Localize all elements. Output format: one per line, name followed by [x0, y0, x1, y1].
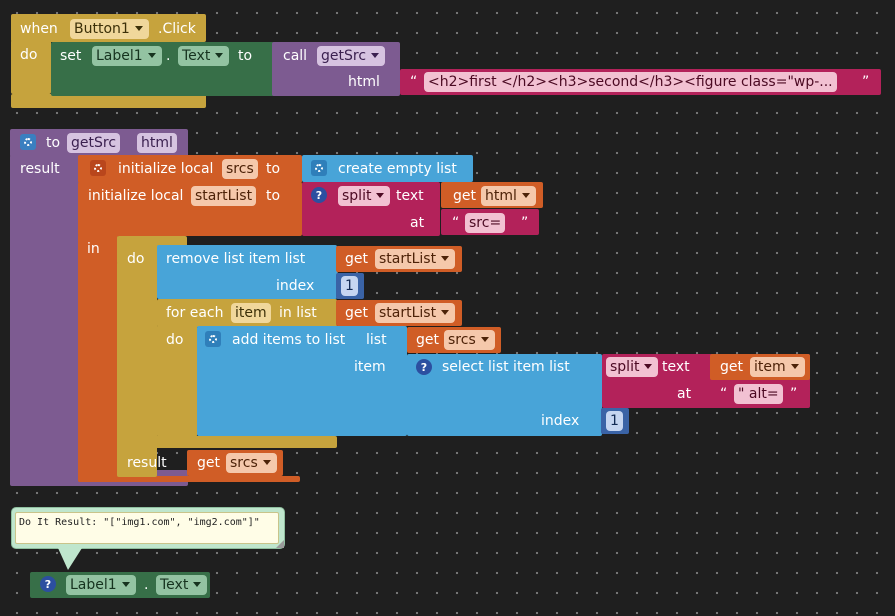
chevron-down-icon	[789, 360, 801, 372]
getter-component-dropdown[interactable]: Label1	[66, 575, 136, 595]
property-dropdown-text[interactable]: Text	[178, 46, 230, 66]
chevron-down-icon	[369, 49, 381, 61]
get-label: get	[416, 332, 439, 348]
get-var-dropdown-item[interactable]: item	[750, 357, 805, 377]
text-label-2: text	[662, 359, 690, 375]
event-name-label: .Click	[158, 21, 196, 37]
gear-icon[interactable]	[311, 160, 327, 176]
help-icon[interactable]: ?	[40, 576, 56, 592]
chevron-down-icon	[479, 333, 491, 345]
chevron-down-icon	[133, 22, 145, 34]
split-dropdown-2[interactable]: split	[606, 357, 659, 377]
get-var-dropdown-srcs[interactable]: srcs	[444, 330, 495, 350]
get-var-dropdown-startlist[interactable]: startList	[375, 303, 456, 323]
quote-open: “	[410, 74, 418, 90]
init-local-label-2: initialize local	[88, 188, 184, 204]
local-var-srcs-field[interactable]: srcs	[222, 159, 258, 179]
chevron-down-icon	[520, 189, 532, 201]
gear-icon[interactable]	[205, 331, 221, 347]
number-field-2[interactable]: 1	[606, 411, 623, 431]
bubble-pointer	[58, 548, 82, 570]
call-label: call	[283, 48, 308, 64]
do-it-result-text: Do It Result: "["img1.com", "img2.com"]"	[19, 517, 260, 528]
number-field[interactable]: 1	[341, 276, 358, 296]
when-label: when	[20, 21, 58, 37]
text-src-field[interactable]: src=	[465, 213, 506, 233]
chevron-down-icon	[374, 189, 386, 201]
create-empty-list-label: create empty list	[338, 161, 457, 177]
getter-dot: .	[144, 577, 149, 593]
quote-close: ”	[790, 386, 798, 402]
gear-icon[interactable]	[20, 134, 36, 150]
result-label-2: result	[127, 455, 167, 471]
chevron-down-icon	[146, 49, 158, 61]
html-arg-label: html	[348, 74, 380, 90]
chevron-down-icon	[439, 306, 451, 318]
loop-var-item-field[interactable]: item	[231, 303, 271, 323]
set-component-dropdown[interactable]: Label1	[92, 46, 162, 66]
for-do-label: do	[166, 332, 184, 348]
text-label: text	[396, 188, 424, 204]
gear-icon[interactable]	[90, 160, 106, 176]
chevron-down-icon	[642, 360, 654, 372]
result-label: result	[20, 161, 60, 177]
html-text-field[interactable]: <h2>first </h2><h3>second</h3><figure cl…	[424, 72, 837, 92]
split-dropdown[interactable]: split	[338, 186, 391, 206]
component-dropdown-button1[interactable]: Button1	[70, 19, 149, 39]
get-var-dropdown-srcs-result[interactable]: srcs	[226, 453, 277, 473]
chevron-down-icon	[213, 49, 225, 61]
to-label-1: to	[266, 161, 281, 177]
item-label: item	[354, 359, 386, 375]
list-label: list	[366, 332, 387, 348]
in-list-label: in list	[279, 305, 317, 321]
init-local-label-1: initialize local	[118, 161, 214, 177]
quote-open: “	[720, 386, 728, 402]
chevron-down-icon	[261, 456, 273, 468]
do-label: do	[127, 251, 145, 267]
do-label: do	[20, 47, 38, 63]
chevron-down-icon	[439, 252, 451, 264]
getter-property-dropdown[interactable]: Text	[156, 575, 208, 595]
get-label: get	[345, 305, 368, 321]
resize-handle-icon[interactable]	[276, 540, 284, 548]
quote-close: ”	[862, 74, 870, 90]
chevron-down-icon	[191, 578, 203, 590]
select-list-item-label: select list item list	[442, 359, 570, 375]
help-icon[interactable]: ?	[311, 187, 327, 203]
procedure-dropdown-getsrc[interactable]: getSrc	[317, 46, 386, 66]
param-html[interactable]: html	[137, 133, 177, 153]
get-label: get	[345, 251, 368, 267]
procedure-name-field[interactable]: getSrc	[67, 133, 121, 153]
add-items-label: add items to list	[232, 332, 346, 348]
help-icon[interactable]: ?	[416, 359, 432, 375]
dot-label: .	[166, 48, 171, 64]
for-each-label: for each	[166, 305, 224, 321]
quote-open: “	[452, 215, 460, 231]
quote-close: ”	[521, 215, 529, 231]
get-label: get	[720, 359, 743, 375]
at-label: at	[410, 215, 425, 231]
to-label: to	[46, 135, 61, 151]
get-label: get	[453, 188, 476, 204]
local-var-startlist-field[interactable]: startList	[191, 186, 257, 206]
to-label-2: to	[266, 188, 281, 204]
in-label: in	[87, 241, 100, 257]
to-label: to	[238, 48, 253, 64]
get-var-dropdown-startlist[interactable]: startList	[375, 249, 456, 269]
index-label: index	[276, 278, 315, 294]
index-label-2: index	[541, 413, 580, 429]
get-label: get	[197, 455, 220, 471]
at-label-2: at	[677, 386, 692, 402]
remove-list-item-label: remove list item list	[166, 251, 306, 267]
get-var-dropdown-html[interactable]: html	[481, 186, 536, 206]
chevron-down-icon	[120, 578, 132, 590]
text-alt-field[interactable]: " alt=	[734, 384, 783, 404]
set-label: set	[60, 48, 82, 64]
